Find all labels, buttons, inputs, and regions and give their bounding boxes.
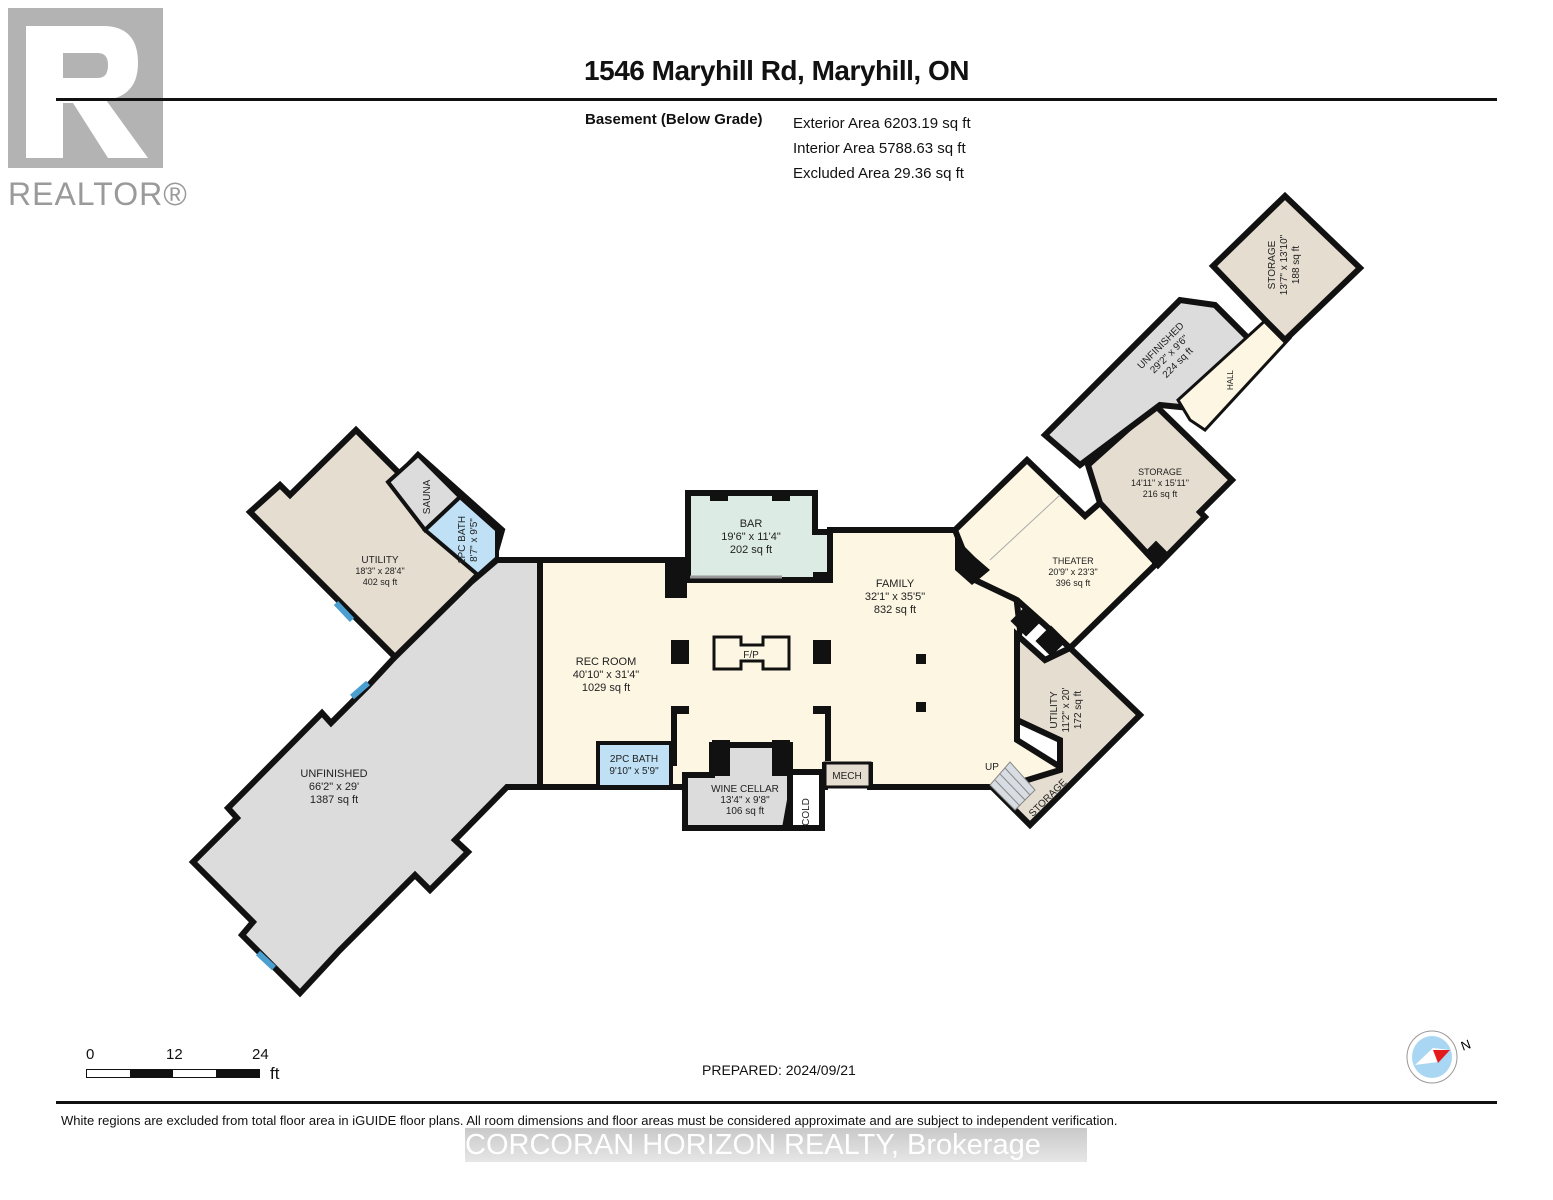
- area-rec-room: 1029 sq ft: [582, 682, 630, 694]
- footer-divider: [56, 1101, 1497, 1104]
- area-storage-ne: 188 sq ft: [1291, 246, 1302, 285]
- columns: [665, 493, 926, 776]
- realtor-r-icon: [8, 8, 163, 168]
- exterior-area: Exterior Area 6203.19 sq ft: [793, 115, 971, 132]
- stairs: [989, 761, 1036, 811]
- room-hall: [1176, 315, 1293, 432]
- compass-icon: N: [1405, 1030, 1480, 1085]
- dims-utility-west: 18'3" x 28'4": [355, 566, 404, 576]
- dims-family: 32'1" x 35'5": [865, 591, 925, 603]
- area-storage-mid: 216 sq ft: [1143, 489, 1178, 499]
- room-mech: [823, 761, 872, 789]
- dims-wine-cellar: 13'4" x 9'8": [720, 795, 770, 806]
- label-hall: HALL: [1226, 369, 1235, 390]
- disclaimer: White regions are excluded from total fl…: [61, 1113, 1118, 1128]
- area-family: 832 sq ft: [874, 604, 916, 616]
- dims-rec-room: 40'10" x 31'4": [573, 669, 640, 681]
- area-theater: 396 sq ft: [1056, 578, 1091, 588]
- area-utility-west: 402 sq ft: [363, 577, 398, 587]
- area-unfinished-west: 1387 sq ft: [310, 794, 358, 806]
- label-bar: BAR: [740, 518, 763, 530]
- room-bath-1pc: [422, 494, 499, 578]
- scale-tick-24: 24: [252, 1046, 269, 1063]
- excluded-area: Excluded Area 29.36 sq ft: [793, 165, 964, 182]
- realtor-text: REALTOR®: [8, 176, 188, 212]
- room-storage-mid: [1084, 400, 1237, 570]
- area-wine-cellar: 106 sq ft: [726, 806, 765, 817]
- fireplace: [712, 635, 791, 671]
- scale-segments: [86, 1069, 260, 1078]
- label-bath-2pc: 2PC BATH: [610, 754, 658, 765]
- label-theater: THEATER: [1052, 556, 1094, 566]
- label-utility-west: UTILITY: [361, 555, 399, 566]
- label-fireplace: F/P: [743, 650, 759, 661]
- prepared-date: PREPARED: 2024/09/21: [702, 1062, 856, 1078]
- label-utility-east: UTILITY: [1049, 691, 1060, 729]
- dims-theater: 20'9" x 23'3": [1048, 567, 1097, 577]
- scale-unit: ft: [270, 1064, 280, 1083]
- floor-label: Basement (Below Grade): [585, 111, 763, 128]
- label-family: FAMILY: [876, 578, 915, 590]
- room-bath-2pc: [596, 741, 673, 789]
- dims-bath-2pc: 9'10" x 5'9": [609, 766, 659, 777]
- area-summary: Exterior Area 6203.19 sq ft Interior Are…: [793, 111, 971, 186]
- label-unfinished-west: UNFINISHED: [300, 768, 367, 780]
- label-sauna: SAUNA: [422, 479, 433, 514]
- interior-area: Interior Area 5788.63 sq ft: [793, 140, 966, 157]
- scale-tick-0: 0: [86, 1046, 95, 1063]
- label-wine-cellar: WINE CELLAR: [711, 784, 779, 795]
- scale-bar: 0 12 24 ft: [86, 1046, 286, 1086]
- brokerage-watermark: CORCORAN HORIZON REALTY, Brokerage: [465, 1128, 1087, 1162]
- dims-bar: 19'6" x 11'4": [721, 531, 781, 543]
- compass-north-label: N: [1459, 1036, 1473, 1053]
- dims-storage-ne: 13'7" x 13'10": [1279, 234, 1290, 295]
- scale-tick-12: 12: [166, 1046, 183, 1063]
- label-storage-mid: STORAGE: [1138, 467, 1182, 477]
- label-mech: MECH: [832, 771, 861, 782]
- area-utility-east: 172 sq ft: [1073, 691, 1084, 730]
- area-bar: 202 sq ft: [730, 544, 772, 556]
- dims-unfinished-west: 66'2" x 29': [309, 781, 359, 793]
- dims-bath-1pc: 8'7" x 9'5": [469, 518, 480, 562]
- room-unfinished-west: [188, 557, 543, 998]
- page-title: 1546 Maryhill Rd, Maryhill, ON: [584, 55, 969, 86]
- header-divider: [56, 98, 1497, 101]
- room-cold: [787, 769, 825, 831]
- label-cold: COLD: [801, 798, 812, 826]
- label-storage-ne: STORAGE: [1267, 240, 1278, 289]
- label-rec-room: REC ROOM: [576, 656, 637, 668]
- room-bar: [685, 490, 833, 583]
- windows: [255, 600, 370, 971]
- dims-utility-east: 11'2" x 20': [1061, 687, 1072, 732]
- label-bath-1pc: 1PC BATH: [457, 516, 468, 564]
- room-storage-ne: [1208, 191, 1365, 345]
- realtor-logo: REALTOR®: [8, 8, 187, 212]
- label-stairs-up: UP: [985, 762, 999, 773]
- dims-storage-mid: 14'11" x 15'11": [1131, 478, 1189, 488]
